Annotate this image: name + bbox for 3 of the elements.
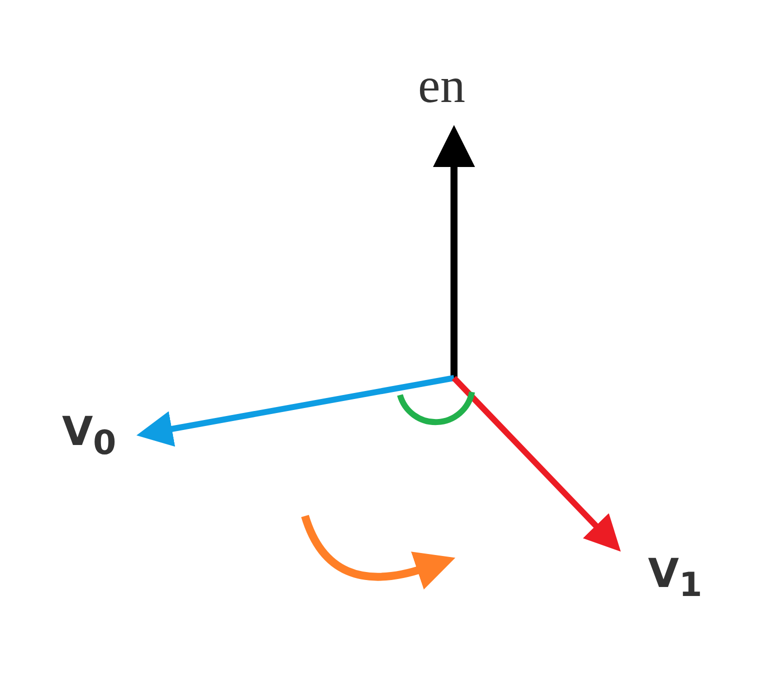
vector-label: en: [418, 60, 466, 110]
vector-label: V$_{0}$: [62, 412, 116, 460]
vector-label: V$_{1}$: [648, 554, 702, 602]
